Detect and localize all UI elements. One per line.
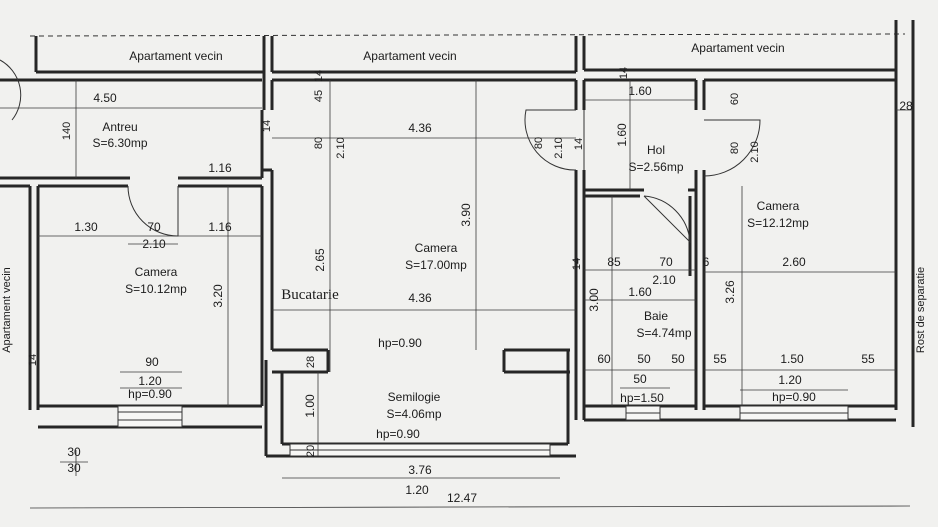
room-area-baie: S=4.74mp — [636, 326, 691, 340]
room-name-camera-center: Camera — [415, 241, 458, 255]
dim-baie-300: 3.00 — [587, 288, 601, 312]
room-name-camera-right: Camera — [757, 199, 800, 213]
dim-left-14: 14 — [27, 354, 39, 366]
room-name-bucatarie: Bucatarie — [281, 287, 339, 303]
dim-antreu-width: 4.50 — [93, 91, 117, 105]
dim-wall-14-a: 14 — [261, 120, 273, 132]
neighbor-label-left: Apartament vecin — [129, 49, 222, 63]
labels: Apartament vecin Apartament vecin Aparta… — [1, 41, 927, 505]
dim-cr-60: 60 — [729, 93, 741, 105]
dim-top-wall: 45 — [313, 90, 325, 102]
room-name-semilogie: Semilogie — [388, 390, 441, 404]
neighbor-label-middle: Apartament vecin — [363, 49, 456, 63]
dim-cl-width: 2.10 — [142, 237, 166, 251]
dim-cc-width-b: 4.36 — [408, 291, 432, 305]
sill-camera-center: hp=0.90 — [378, 336, 422, 350]
dim-col-30b: 30 — [67, 461, 81, 475]
dim-col-30a: 30 — [67, 445, 81, 459]
dim-door-210: 2.10 — [553, 137, 565, 158]
windows — [117, 405, 849, 457]
dim-baie-50b: 50 — [671, 352, 685, 366]
dim-cc-80: 80 — [313, 137, 325, 149]
dim-baie-70: 70 — [659, 255, 673, 269]
dim-cl-win-offset: 90 — [145, 355, 159, 369]
room-area-camera-right: S=12.12mp — [747, 216, 809, 230]
dim-baie-160: 1.60 — [628, 285, 652, 299]
room-area-semilogie: S=4.06mp — [386, 407, 441, 421]
dim-antreu-depth: 140 — [61, 122, 73, 140]
dim-baie-60: 60 — [597, 352, 611, 366]
room-name-hol: Hol — [647, 143, 665, 157]
dim-cc-width: 4.36 — [408, 121, 432, 135]
dim-rost-28: 28 — [899, 99, 913, 113]
dim-sem-20: 20 — [305, 445, 317, 457]
dim-hol-160h: 1.60 — [615, 123, 629, 147]
dim-cc-height: 3.90 — [459, 203, 473, 227]
dimension-lines — [0, 80, 913, 509]
dim-cr-150: 1.50 — [780, 352, 804, 366]
room-name-baie: Baie — [644, 309, 668, 323]
dim-cl-seg3: 1.16 — [208, 220, 232, 234]
dim-baie-14: 14 — [571, 258, 583, 270]
dim-baie-210: 2.10 — [652, 273, 676, 287]
dim-cr-6: 6 — [703, 255, 710, 269]
dim-buc-height: 2.65 — [313, 248, 327, 272]
dim-sem-376: 3.76 — [408, 463, 432, 477]
dim-cc-210: 2.10 — [335, 137, 347, 158]
room-area-antreu: S=6.30mp — [92, 136, 147, 150]
dim-door-80: 80 — [533, 137, 545, 149]
dim-baie-50c: 50 — [633, 372, 647, 386]
dim-hol-14: 14 — [618, 67, 630, 79]
dim-cr-210: 2.10 — [749, 141, 761, 162]
sill-semilogie: hp=0.90 — [376, 427, 420, 441]
dim-cl-win-width: 1.20 — [138, 374, 162, 388]
dim-cl-height: 3.20 — [211, 284, 225, 308]
dim-cl-seg2: 70 — [147, 220, 161, 234]
dim-sem-28: 28 — [305, 356, 317, 368]
dim-cr-260: 2.60 — [782, 255, 806, 269]
dim-cr-120: 1.20 — [778, 373, 802, 387]
sill-baie: hp=1.50 — [620, 391, 664, 405]
dim-cr-55b: 55 — [861, 352, 875, 366]
dim-hol-160w: 1.60 — [628, 84, 652, 98]
separation-joint-label: Rost de separatie — [915, 267, 927, 353]
dim-sem-100: 1.00 — [303, 394, 317, 418]
room-name-camera-left: Camera — [135, 265, 178, 279]
dim-baie-85: 85 — [607, 255, 621, 269]
sill-camera-left: hp=0.90 — [128, 387, 172, 401]
dim-sem-120: 1.20 — [405, 483, 429, 497]
sill-camera-right: hp=0.90 — [772, 390, 816, 404]
room-area-camera-left: S=10.12mp — [125, 282, 187, 296]
dim-baie-50a: 50 — [637, 352, 651, 366]
dim-door-offset: 1.16 — [208, 161, 232, 175]
dim-wall-14-b: 14 — [573, 138, 585, 150]
neighbor-label-side: Apartament vecin — [1, 267, 13, 353]
dim-cr-55a: 55 — [713, 352, 727, 366]
room-name-antreu: Antreu — [102, 120, 137, 134]
dim-total-width: 12.47 — [447, 491, 477, 505]
dim-cr-326: 3.26 — [723, 280, 737, 304]
dim-cl-seg1: 1.30 — [74, 220, 98, 234]
neighbor-label-right: Apartament vecin — [691, 41, 784, 55]
room-area-hol: S=2.56mp — [628, 160, 683, 174]
dim-cr-80: 80 — [729, 142, 741, 154]
dim-top-wall-b: 14 — [313, 70, 325, 82]
room-area-camera-center: S=17.00mp — [405, 258, 467, 272]
